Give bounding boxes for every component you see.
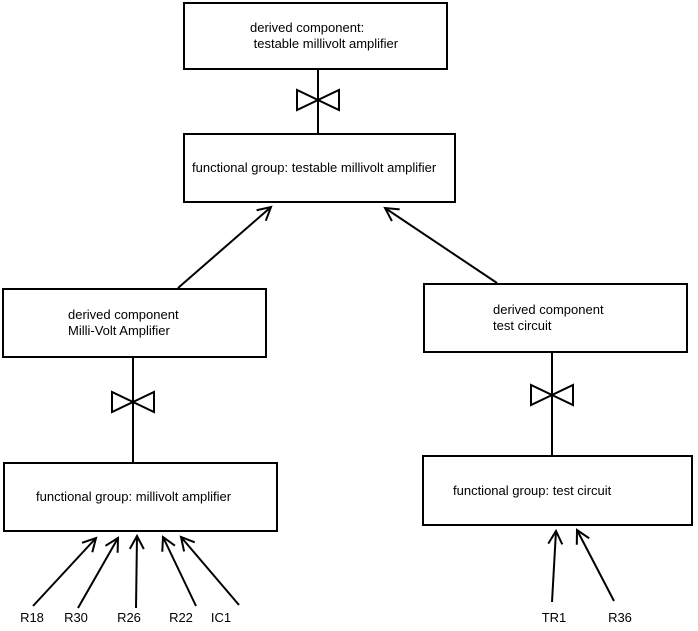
component-label-ic1[interactable]: IC1 bbox=[210, 610, 232, 625]
component-label-r30[interactable]: R30 bbox=[64, 610, 88, 625]
component-arrow bbox=[77, 536, 120, 609]
component-label-tr1[interactable]: TR1 bbox=[541, 610, 567, 625]
bowtie-icon bbox=[296, 88, 340, 112]
component-arrow bbox=[547, 528, 564, 603]
component-label-r36[interactable]: R36 bbox=[608, 610, 632, 625]
component-label-r26[interactable]: R26 bbox=[117, 610, 141, 625]
component-arrow bbox=[32, 536, 98, 607]
node-title-line: derived component: bbox=[250, 20, 365, 35]
relation-arrow bbox=[177, 205, 273, 289]
component-arrow bbox=[128, 533, 145, 609]
component-label-r22[interactable]: R22 bbox=[169, 610, 193, 625]
node-derived-test-circuit[interactable]: derived component test circuit bbox=[423, 283, 688, 353]
component-arrow bbox=[161, 535, 197, 607]
relation-arrow bbox=[383, 206, 498, 284]
node-derived-millivolt-amplifier[interactable]: derived component Milli-Volt Amplifier bbox=[2, 288, 267, 358]
node-title-line: testable millivolt amplifier bbox=[250, 36, 399, 51]
component-label-r18[interactable]: R18 bbox=[20, 610, 44, 625]
node-title-line: derived component bbox=[493, 302, 604, 317]
node-functional-test-circuit[interactable]: functional group: test circuit bbox=[422, 455, 693, 526]
node-functional-millivolt-amplifier[interactable]: functional group: millivolt amplifier bbox=[3, 462, 278, 532]
node-title-line: functional group: millivolt amplifier bbox=[36, 489, 232, 504]
node-title-line: functional group: testable millivolt amp… bbox=[192, 160, 437, 175]
node-title-line: Milli-Volt Amplifier bbox=[68, 323, 170, 338]
bowtie-icon bbox=[111, 390, 155, 414]
component-arrow bbox=[575, 528, 615, 602]
bowtie-icon bbox=[530, 383, 574, 407]
node-title-line: derived component bbox=[68, 307, 179, 322]
component-arrow bbox=[179, 535, 240, 606]
node-functional-testable-amplifier[interactable]: functional group: testable millivolt amp… bbox=[183, 133, 456, 203]
node-derived-testable-amplifier[interactable]: derived component: testable millivolt am… bbox=[183, 2, 448, 70]
node-title-line: test circuit bbox=[493, 318, 552, 333]
node-title-line: functional group: test circuit bbox=[453, 482, 612, 498]
